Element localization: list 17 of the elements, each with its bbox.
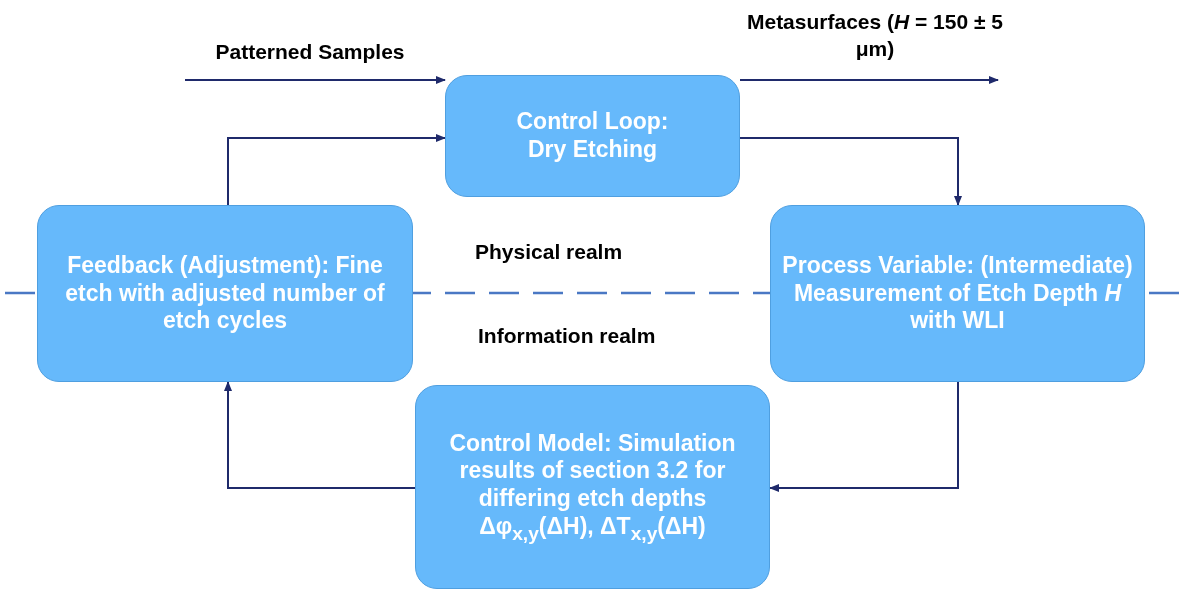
realm-label: Information realm [478,324,656,348]
arrow [769,381,959,492]
arrow [739,137,962,206]
process-box [415,385,770,589]
arrow [739,76,999,84]
process-box [37,205,413,382]
arrow [184,76,446,84]
box-text: Control Loop: Dry Etching [515,108,670,164]
arrow [224,381,416,489]
process-box [445,75,740,197]
realm-label: Physical realm [475,240,623,264]
box-text: Δφ$_{x,y}$(ΔH), ΔT$_{x,y}$(ΔH) [479,512,706,545]
process-box [770,205,1145,382]
box-text: Feedback (Adjustment): Fine etch with adjusted number of etch cycles [64,252,386,335]
box-text: Control Model: Simulation results of section 3.2 for differing etch depths [448,429,737,513]
arrow [227,134,446,206]
box-text: Process Variable: (Intermediate) Measurement of Etch Depth H with WLI [781,252,1134,335]
